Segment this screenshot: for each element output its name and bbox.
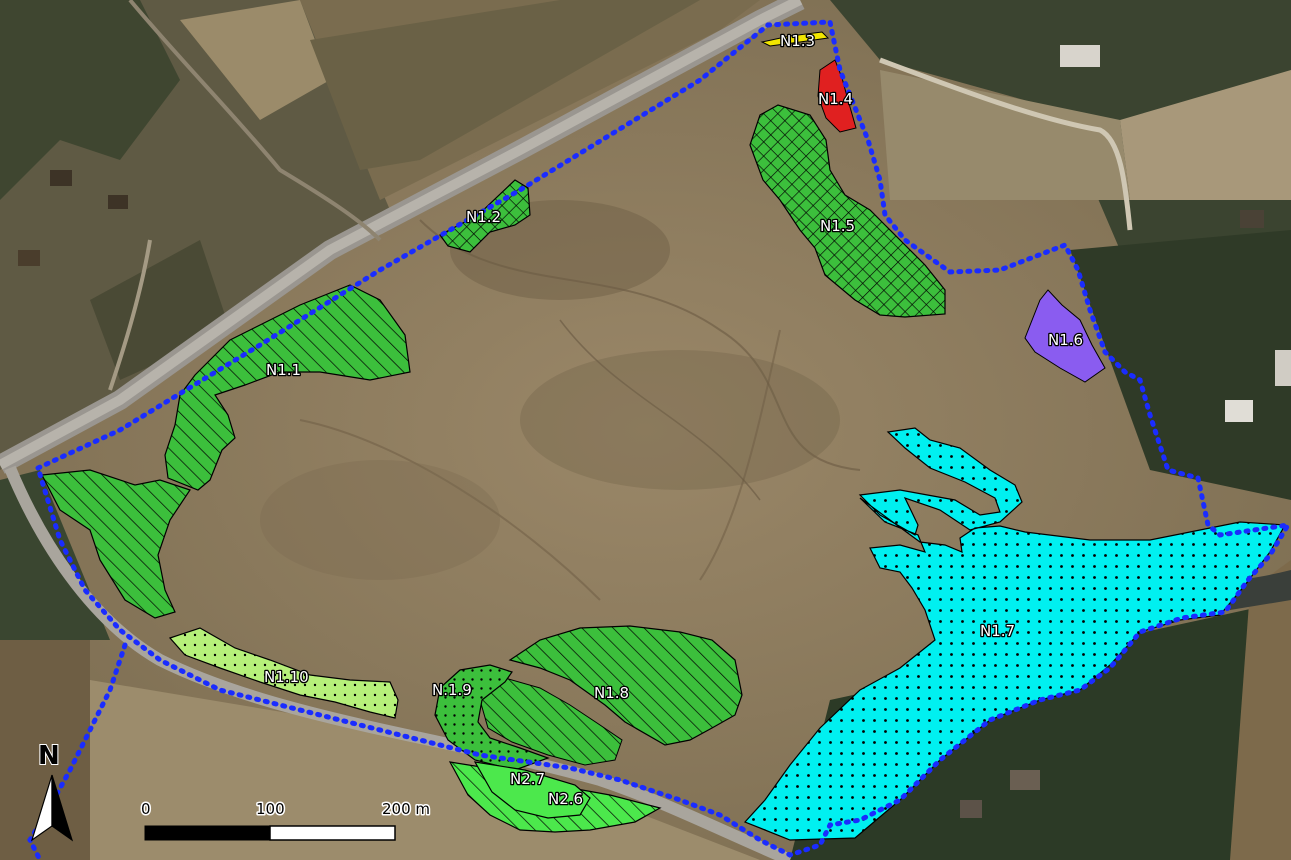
north-arrow-icon: N	[30, 740, 74, 842]
zone-n1-8-tail[interactable]	[479, 677, 623, 766]
project-boundary	[34, 19, 1291, 858]
label-n1-6: N1.6	[1048, 331, 1083, 349]
zone-n1-10[interactable]	[168, 627, 399, 719]
zone-labels: N1.1 N1.2 N1.3 N1.4 N1.5 N1.6 N1.7 N1.8 …	[263, 31, 1085, 810]
scale-label-200: 200 m	[382, 800, 430, 818]
label-n1-3: N1.3	[780, 32, 815, 50]
scale-bar-segment-white	[269, 825, 396, 841]
zone-n1-1[interactable]	[164, 284, 411, 491]
zone-n1-1-south[interactable]	[41, 469, 191, 619]
label-n1-4: N1.4	[818, 90, 853, 108]
label-n1-7: N1.7	[980, 622, 1015, 640]
label-n1-5: N1.5	[820, 217, 855, 235]
label-n2-7: N2.7	[510, 770, 545, 788]
label-n1-1: N1.1	[266, 361, 301, 379]
label-n1-10: N1.10	[264, 668, 309, 686]
label-n1-8: N1.8	[594, 684, 629, 702]
zone-n1-8[interactable]	[508, 625, 743, 746]
zone-n1-3[interactable]	[760, 31, 830, 47]
zone-n1-5[interactable]	[749, 104, 946, 318]
scale-bar-segment-black	[144, 825, 271, 841]
label-n1-9: N.1.9	[432, 681, 472, 699]
label-n2-6: N2.6	[548, 790, 583, 808]
zone-n1-9[interactable]	[434, 664, 550, 771]
north-label: N	[38, 741, 60, 771]
scale-bar: 0 100 200 m	[140, 799, 432, 841]
scale-label-100: 100	[256, 800, 285, 818]
zone-n1-6[interactable]	[1024, 289, 1106, 383]
label-n1-2: N1.2	[466, 208, 501, 226]
scale-label-0: 0	[141, 800, 151, 818]
zone-n2-7[interactable]	[473, 761, 591, 819]
project-boundary-southwest	[27, 642, 128, 860]
zones-layer	[41, 31, 1286, 841]
